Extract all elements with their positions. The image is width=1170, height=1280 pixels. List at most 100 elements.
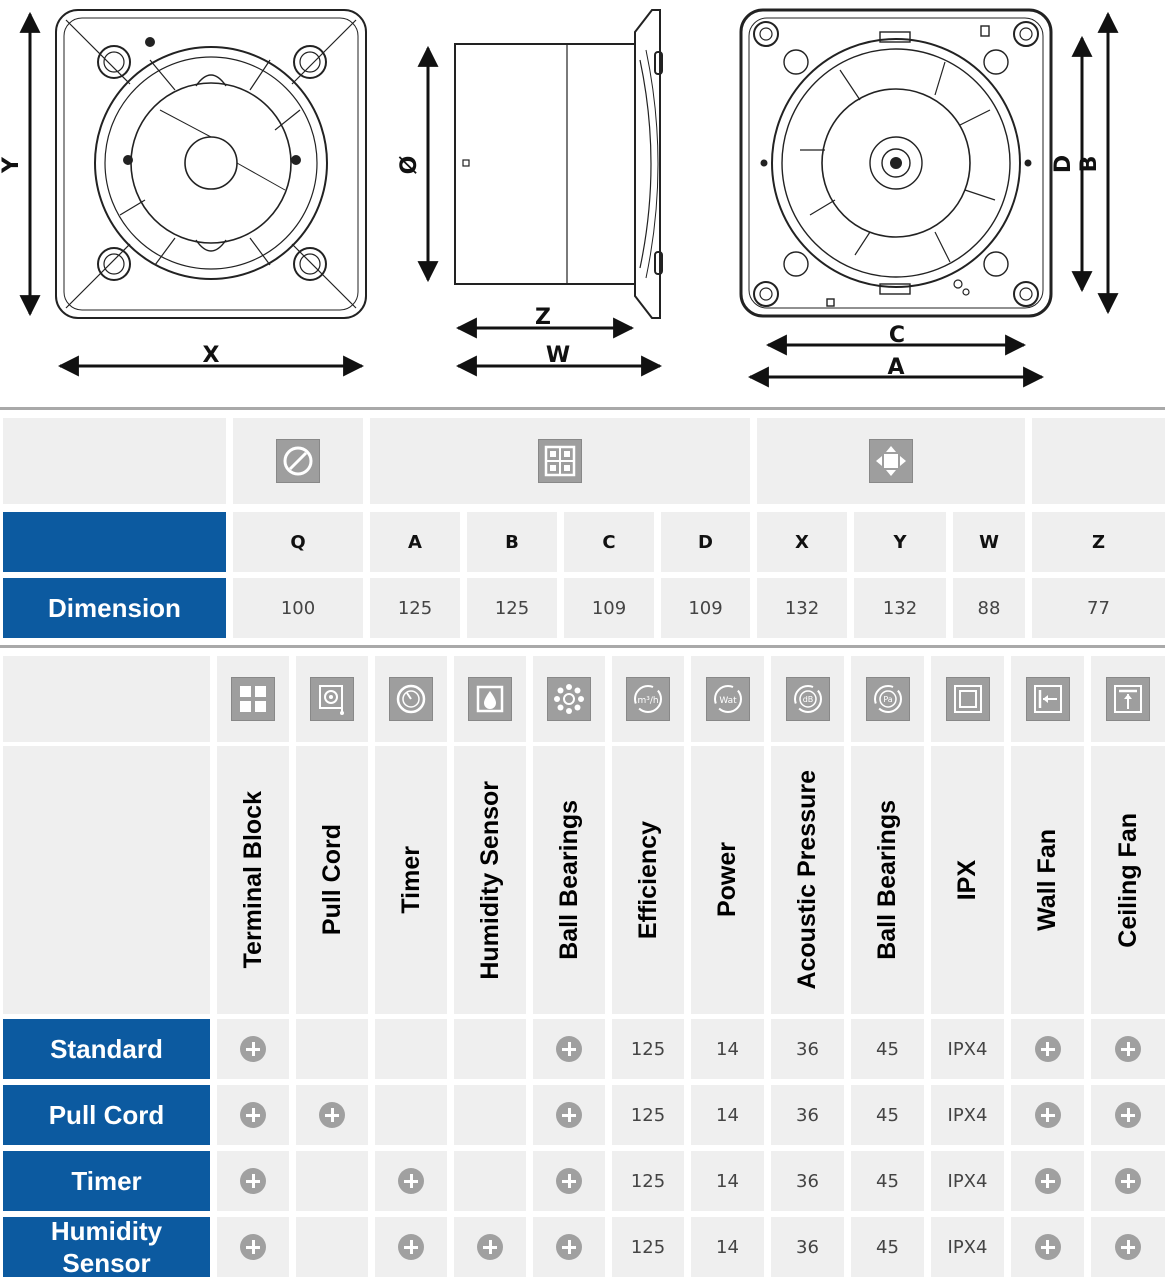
dimension-label-y: Y [0, 156, 24, 174]
feature-icon-cell: Wat [691, 656, 764, 742]
plus-icon [1115, 1168, 1141, 1194]
diameter-icon [276, 439, 320, 483]
pressure-icon: Pa [865, 677, 910, 721]
plus-icon [1115, 1102, 1141, 1128]
feature-cell [375, 1151, 447, 1211]
row-label-pull-cord: Pull Cord [3, 1085, 210, 1145]
outer-size-icon [869, 439, 913, 483]
plus-icon [1115, 1234, 1141, 1260]
plus-icon [319, 1102, 345, 1128]
column-label-cell: Pull Cord [296, 746, 368, 1014]
dimension-header-q: Q [233, 512, 363, 572]
feature-cell [296, 1085, 368, 1145]
dimension-header-c: C [564, 512, 654, 572]
feature-cell [533, 1085, 605, 1145]
column-label-cell: Acoustic Pressure [771, 746, 844, 1014]
feature-value: 45 [851, 1151, 924, 1211]
column-label-cell: Power [691, 746, 764, 1014]
column-label-cell: Ball Bearings [851, 746, 924, 1014]
feature-icon-cell [1091, 656, 1165, 742]
feature-icon-cell: Pa [851, 656, 924, 742]
dimension-value-a: 125 [370, 578, 460, 638]
back-view-drawing [739, 8, 1053, 318]
dimension-label-diameter: Ø [397, 155, 422, 174]
plus-icon [556, 1036, 582, 1062]
feature-value: 14 [691, 1019, 764, 1079]
ceiling-fan-icon [1106, 677, 1150, 721]
front-view-drawing [55, 9, 367, 319]
plus-icon [556, 1102, 582, 1128]
feature-cell-empty [296, 1151, 368, 1211]
row-label-humidity-sensor: Humidity Sensor [3, 1216, 210, 1278]
column-label-ipx: IPX [953, 859, 981, 901]
plus-icon [240, 1102, 266, 1128]
column-label-cell: Efficiency [612, 746, 684, 1014]
feature-value: IPX4 [931, 1217, 1004, 1277]
dimension-header-y: Y [854, 512, 946, 572]
feature-cell-empty [296, 1019, 368, 1079]
column-label-cell: Timer [375, 746, 447, 1014]
feature-cell [217, 1217, 289, 1277]
ipx-icon [945, 677, 990, 721]
dimension-header-z: Z [1032, 512, 1165, 572]
acoustic-pressure-icon: dB [785, 677, 830, 721]
column-label-humidity-sensor: Humidity Sensor [475, 780, 504, 980]
column-label-cell: Ceiling Fan [1091, 746, 1165, 1014]
column-label-timer: Timer [396, 846, 425, 914]
feature-icon-cell [1011, 656, 1084, 742]
column-label-terminal-block: Terminal Block [238, 791, 267, 969]
dimension-value-q: 100 [233, 578, 363, 638]
feature-cell-empty [454, 1151, 526, 1211]
feature-value: 36 [771, 1019, 844, 1079]
plus-icon [1034, 1234, 1061, 1260]
feature-cell-empty [296, 1217, 368, 1277]
separator-top [0, 407, 1165, 410]
feature-icon-cell [533, 656, 605, 742]
dimension-label-a: A [887, 355, 904, 380]
dimension-icon-group-outer [757, 418, 1025, 504]
feature-value: 36 [771, 1085, 844, 1145]
dimension-icon-group-empty [1032, 418, 1165, 504]
column-label-efficiency: Efficiency [633, 820, 662, 940]
dimension-table-corner [3, 418, 226, 504]
dimension-header-d: D [661, 512, 750, 572]
dimension-label-d: D [1051, 155, 1076, 173]
dimension-header-w: W [953, 512, 1025, 572]
dimension-label-z: Z [535, 305, 551, 330]
feature-cell [217, 1019, 289, 1079]
ball-bearings-icon [547, 677, 591, 721]
svg-text:Wat: Wat [719, 696, 737, 706]
feature-value: 36 [771, 1151, 844, 1211]
plus-icon [556, 1168, 582, 1194]
plus-icon [398, 1168, 424, 1194]
column-label-cell: Ball Bearings [533, 746, 605, 1014]
feature-value: IPX4 [931, 1019, 1004, 1079]
side-view-drawing [454, 9, 663, 319]
feature-value: 45 [851, 1217, 924, 1277]
column-label-cell: Wall Fan [1011, 746, 1084, 1014]
wall-fan-icon [1025, 677, 1070, 721]
feature-cell [533, 1019, 605, 1079]
plus-icon [240, 1036, 266, 1062]
column-label-ball-bearings-2: Ball Bearings [873, 800, 901, 960]
dimension-value-d: 109 [661, 578, 750, 638]
timer-icon [389, 677, 433, 721]
plus-icon [1034, 1168, 1061, 1194]
separator-bottom [0, 645, 1165, 648]
feature-cell [217, 1085, 289, 1145]
svg-text:Pa: Pa [883, 695, 892, 704]
dimension-value-z: 77 [1032, 578, 1165, 638]
row-label-timer: Timer [3, 1151, 210, 1211]
feature-value: 125 [612, 1151, 684, 1211]
plus-icon [1034, 1102, 1061, 1128]
feature-value: 14 [691, 1085, 764, 1145]
terminal-block-icon [231, 677, 275, 721]
humidity-sensor-icon [468, 677, 512, 721]
feature-icon-cell [217, 656, 289, 742]
plus-icon [240, 1234, 266, 1260]
feature-cell [1091, 1217, 1165, 1277]
dimension-label-w: W [546, 343, 570, 368]
dimension-label-c: C [889, 323, 905, 348]
column-label-cell: Terminal Block [217, 746, 289, 1014]
feature-icon-cell [375, 656, 447, 742]
